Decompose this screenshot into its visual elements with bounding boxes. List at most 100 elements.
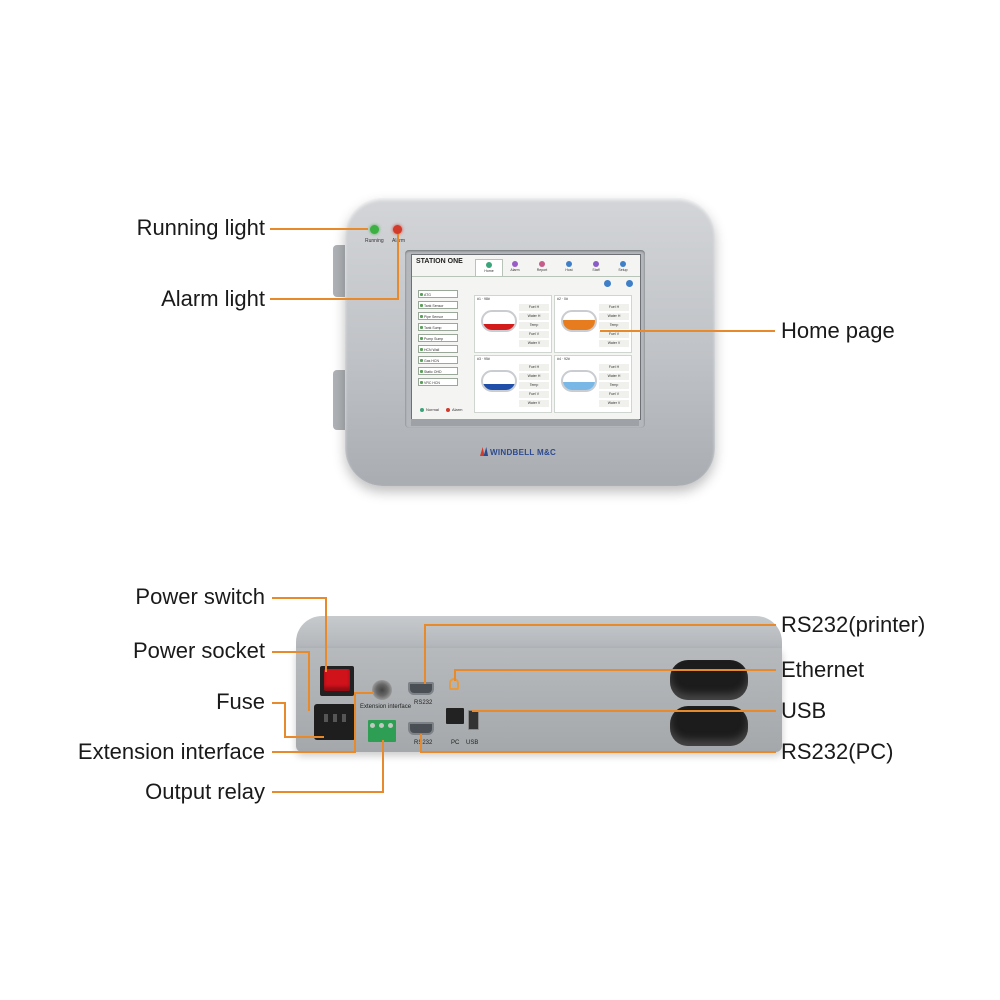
side-item-gas-hcn[interactable]: Gas HCN <box>418 356 458 364</box>
tank-field: Fuel H <box>519 304 549 311</box>
leader-power-switch-v <box>325 597 327 672</box>
running-led <box>370 225 379 234</box>
leader-extension-interface-v <box>354 692 356 753</box>
tab-host[interactable]: Host <box>556 259 582 276</box>
tank-card[interactable]: #3 · 95# Fuel H Water H Temp Fuel V Wate… <box>474 355 552 413</box>
side-item-tank-sensor[interactable]: Tank Sensor <box>418 301 458 309</box>
leader-ethernet <box>454 669 776 671</box>
tank-field: Water V <box>519 340 549 347</box>
tank-field: Fuel V <box>599 331 629 338</box>
ethernet-port[interactable] <box>446 708 464 724</box>
tank-fill <box>563 320 595 330</box>
touch-screen[interactable]: STATION ONE Home Alarm Report Host Staff… <box>411 254 641 420</box>
leader-alarm-light-v <box>397 234 399 300</box>
report-icon <box>539 261 545 267</box>
callout-usb: USB <box>781 698 827 723</box>
alarm-led <box>393 225 402 234</box>
legend-alarm-icon <box>446 408 450 412</box>
side-item-vrc-hcn[interactable]: VRC HCN <box>418 378 458 386</box>
brand-name: WINDBELL M&C <box>490 448 557 457</box>
side-item-atg[interactable]: ATG <box>418 290 458 298</box>
leader-ethernet-v <box>454 669 456 681</box>
screen-status-strip <box>411 419 639 426</box>
callout-running-light: Running light <box>136 215 265 240</box>
leader-extension-interface-h2 <box>354 692 374 694</box>
callout-home-page: Home page <box>781 318 895 343</box>
tank-card[interactable]: #4 · 92# Fuel H Water H Temp Fuel V Wate… <box>554 355 632 413</box>
tab-report-label: Report <box>536 268 548 272</box>
side-item-pump-sump[interactable]: Pump Sump <box>418 334 458 342</box>
power-switch[interactable] <box>324 669 350 691</box>
tab-setup-label: Setup <box>618 268 628 272</box>
side-item-tank-sump[interactable]: Tank Sump <box>418 323 458 331</box>
tank-field: Water H <box>519 313 549 320</box>
running-led-label: Running <box>365 238 384 244</box>
socket-pin <box>333 714 337 722</box>
tab-home[interactable]: Home <box>475 259 503 277</box>
staff-icon <box>593 261 599 267</box>
output-relay-terminal[interactable] <box>368 720 396 742</box>
extension-interface-connector[interactable] <box>372 680 392 700</box>
tank-gauge <box>561 310 597 332</box>
side-item-pipe-sensor[interactable]: Pipe Sensor <box>418 312 458 320</box>
tank-card[interactable]: #1 · 98# Fuel H Water H Temp Fuel V Wate… <box>474 295 552 353</box>
tab-alarm[interactable]: Alarm <box>502 259 528 276</box>
tank-fill <box>483 383 515 390</box>
tank-id: #1 · 98# <box>477 297 490 301</box>
tank-field: Temp <box>519 322 549 329</box>
legend-normal-label: Normal <box>426 407 439 412</box>
usb-label: USB <box>466 740 479 746</box>
callout-ethernet: Ethernet <box>781 657 865 682</box>
tank-gauge <box>481 370 517 392</box>
callout-rs232-printer: RS232(printer) <box>781 612 926 637</box>
leader-usb <box>472 710 776 712</box>
tank-field: Water H <box>519 373 549 380</box>
vent-top <box>670 660 748 700</box>
tank-card[interactable]: #2 · 0# Fuel H Water H Temp Fuel V Water… <box>554 295 632 353</box>
leader-fuse-v <box>284 702 286 738</box>
tank-field: Fuel V <box>599 391 629 398</box>
callout-extension-interface: Extension interface <box>77 739 265 764</box>
callout-rs232-pc: RS232(PC) <box>781 739 894 764</box>
rs232-pc-label: RS232 <box>414 740 433 746</box>
brand-logo-icon <box>480 447 489 456</box>
rs232-printer-port[interactable] <box>408 682 434 695</box>
tab-staff[interactable]: Staff <box>583 259 609 276</box>
socket-pin <box>342 714 346 722</box>
relay-screw <box>370 723 375 728</box>
callout-alarm-light: Alarm light <box>161 286 265 311</box>
leader-output-relay-v <box>382 740 384 793</box>
tank-fill <box>563 381 595 390</box>
tab-report[interactable]: Report <box>529 259 555 276</box>
page-up-icon[interactable] <box>604 280 611 287</box>
legend-normal-icon <box>420 408 424 412</box>
usb-port[interactable] <box>468 710 479 730</box>
tab-bar-divider <box>412 276 640 277</box>
setup-icon <box>620 261 626 267</box>
tank-field: Temp <box>599 322 629 329</box>
tank-field: Water H <box>599 313 629 320</box>
leader-rs232-printer-v <box>424 624 426 684</box>
tab-home-label: Home <box>484 269 494 273</box>
alarm-icon <box>512 261 518 267</box>
page-down-icon[interactable] <box>626 280 633 287</box>
leader-fuse <box>272 702 286 704</box>
station-title: STATION ONE <box>416 258 463 265</box>
host-icon <box>566 261 572 267</box>
power-socket[interactable] <box>314 704 356 740</box>
leader-running-light <box>270 228 368 230</box>
callout-power-switch: Power switch <box>135 584 265 609</box>
callout-power-socket: Power socket <box>132 638 265 663</box>
side-item-hcn-wall[interactable]: HCN Wall <box>418 345 458 353</box>
side-item-static-ohd[interactable]: Static OHD <box>418 367 458 375</box>
tank-field: Water V <box>519 400 549 407</box>
home-icon <box>486 262 492 268</box>
tab-setup[interactable]: Setup <box>610 259 636 276</box>
legend-alarm-label: Alarm <box>452 407 463 412</box>
callout-output-relay: Output relay <box>145 779 265 804</box>
tank-field: Fuel H <box>599 364 629 371</box>
tab-alarm-label: Alarm <box>510 268 520 272</box>
leader-fuse-h2 <box>284 736 324 738</box>
tank-field: Temp <box>599 382 629 389</box>
tank-field: Water V <box>599 400 629 407</box>
